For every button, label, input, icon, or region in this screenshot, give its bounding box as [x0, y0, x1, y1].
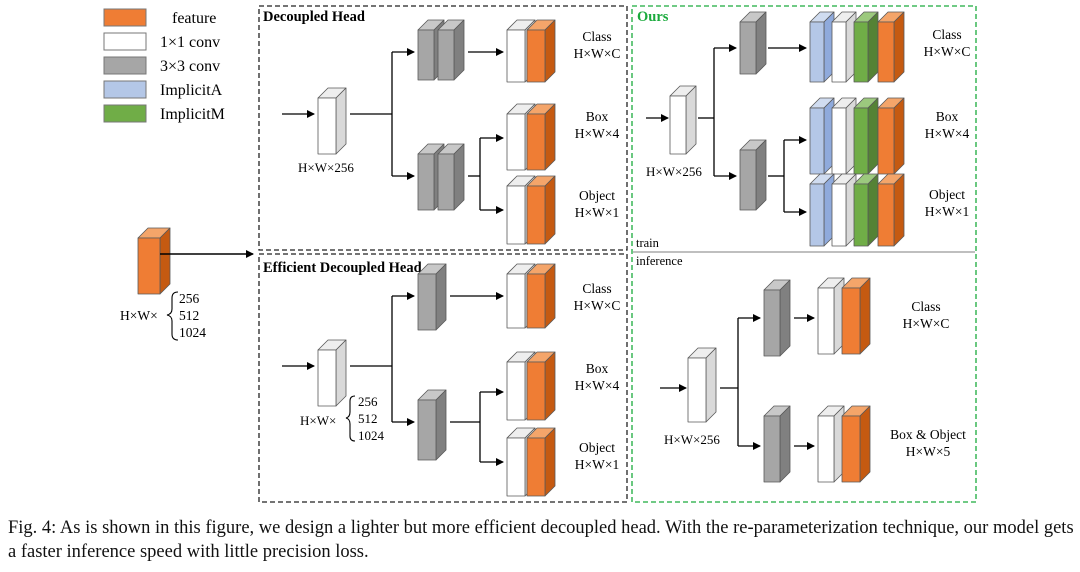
inference-boxobj-name: Box & Object: [890, 427, 966, 442]
efficient-object-feature: [526, 427, 556, 497]
efficient-class-feature: [526, 263, 556, 329]
inference-boxobj-conv1x1: [817, 405, 845, 483]
efficient-stem-channel-1024: 1024: [358, 428, 385, 443]
decoupled-head: H×W×256 Class H×W×C Box H×W×4 Object H×W…: [282, 19, 621, 245]
inference-class-dim: H×W×C: [903, 316, 950, 331]
input-feature-block: [137, 227, 171, 295]
decoupled-cls-conv3x3-b: [437, 19, 465, 81]
ours-box-name: Box: [936, 109, 959, 124]
ours-inference-head: H×W×256 Class H×W×C Box & Object H×W×5: [660, 277, 966, 483]
efficient-cls-conv3x3: [417, 263, 447, 331]
ours-object-dim: H×W×1: [925, 204, 969, 219]
ours-object-name: Object: [929, 187, 965, 202]
decoupled-reg-conv3x3-b: [437, 143, 465, 211]
inference-reg-conv3x3: [763, 405, 791, 483]
inference-cls-conv3x3: [763, 279, 791, 357]
decoupled-stem-dim: H×W×256: [298, 160, 354, 175]
decoupled-head-title: Decoupled Head: [263, 9, 365, 25]
decoupled-object-name: Object: [579, 188, 615, 203]
legend-label-conv3x3: 3×3 conv: [160, 58, 220, 75]
efficient-stem-channel-256: 256: [358, 394, 378, 409]
train-label: train: [636, 236, 660, 250]
efficient-stem-dim-prefix: H×W×: [300, 413, 336, 428]
inference-stem-conv1x1: [687, 347, 717, 423]
ours-stem-conv1x1: [669, 85, 697, 155]
ours-object-feature: [877, 173, 905, 247]
ours-box-feature: [877, 97, 905, 175]
ours-object-implicita: [809, 173, 835, 247]
ours-class-feature: [877, 11, 905, 83]
decoupled-stem-conv1x1: [317, 87, 347, 155]
efficient-class-dim: H×W×C: [574, 298, 621, 313]
ours-object-conv1x1: [831, 173, 857, 247]
decoupled-box-dim: H×W×4: [575, 126, 620, 141]
ours-train-head: H×W×256 Class H×W×C Box H×W×4 Object H×W…: [646, 11, 971, 247]
input-brace: [166, 291, 179, 341]
decoupled-class-feature: [526, 19, 556, 83]
input-channel-256: 256: [179, 291, 200, 306]
ours-panel: [631, 5, 977, 503]
legend-swatch-implicitm: [103, 104, 147, 123]
decoupled-object-dim: H×W×1: [575, 205, 619, 220]
architecture-diagram: feature 1×1 conv 3×3 conv ImplicitA Impl…: [103, 5, 977, 503]
efficient-reg-conv3x3: [417, 389, 447, 461]
decoupled-head-panel: [258, 5, 628, 251]
decoupled-box-name: Box: [586, 109, 609, 124]
legend-label-conv1x1: 1×1 conv: [160, 34, 220, 51]
decoupled-box-feature: [526, 103, 556, 171]
ours-title: Ours: [637, 9, 669, 25]
legend-label-feature: feature: [172, 10, 216, 27]
inference-boxobj-dim: H×W×5: [906, 444, 951, 459]
ours-class-implicita: [809, 11, 835, 83]
legend-swatch-conv3x3: [103, 56, 147, 75]
inference-class-name: Class: [911, 299, 940, 314]
input-channel-1024: 1024: [179, 325, 206, 340]
figure-caption: Fig. 4: As is shown in this figure, we d…: [8, 518, 1074, 562]
decoupled-class-name: Class: [582, 29, 611, 44]
input-feature: H×W× 256 512 1024: [120, 227, 254, 341]
legend-swatch-implicita: [103, 80, 147, 99]
efficient-stem-brace: [345, 395, 356, 442]
efficient-box-feature: [526, 351, 556, 421]
legend-label-implicita: ImplicitA: [160, 82, 223, 99]
ours-box-dim: H×W×4: [925, 126, 970, 141]
input-dim-prefix: H×W×: [120, 308, 158, 323]
legend-label-implicitm: ImplicitM: [160, 106, 225, 123]
efficient-object-dim: H×W×1: [575, 457, 619, 472]
efficient-head-panel: [258, 253, 628, 503]
efficient-class-name: Class: [582, 281, 611, 296]
ours-stem-dim: H×W×256: [646, 164, 702, 179]
ours-class-name: Class: [932, 27, 961, 42]
ours-cls-conv3x3: [739, 11, 767, 75]
ours-box-implicita: [809, 97, 835, 175]
input-channel-512: 512: [179, 308, 199, 323]
inference-boxobj-feature: [841, 405, 871, 483]
inference-class-feature: [841, 277, 871, 355]
decoupled-class-dim: H×W×C: [574, 46, 621, 61]
ours-object-implicitm: [853, 173, 879, 247]
ours-class-dim: H×W×C: [924, 44, 971, 59]
legend: feature 1×1 conv 3×3 conv ImplicitA Impl…: [103, 8, 225, 123]
inference-label: inference: [636, 254, 683, 268]
efficient-stem-conv1x1: [317, 339, 347, 407]
efficient-object-name: Object: [579, 440, 615, 455]
ours-reg-conv3x3: [739, 139, 767, 211]
ours-box-implicitm: [853, 97, 879, 175]
efficient-box-name: Box: [586, 361, 609, 376]
decoupled-object-feature: [526, 175, 556, 245]
ours-class-conv1x1: [831, 11, 857, 83]
ours-class-implicitm: [853, 11, 879, 83]
efficient-head-title: Efficient Decoupled Head: [263, 260, 422, 276]
legend-swatch-feature: [103, 8, 147, 27]
inference-stem-dim: H×W×256: [664, 432, 720, 447]
ours-box-conv1x1: [831, 97, 857, 175]
efficient-box-dim: H×W×4: [575, 378, 620, 393]
legend-swatch-conv1x1: [103, 32, 147, 51]
inference-class-conv1x1: [817, 277, 845, 355]
efficient-head: H×W× 256 512 1024 Class H×W×C Box H×W×4 …: [282, 263, 621, 497]
efficient-stem-channel-512: 512: [358, 411, 378, 426]
